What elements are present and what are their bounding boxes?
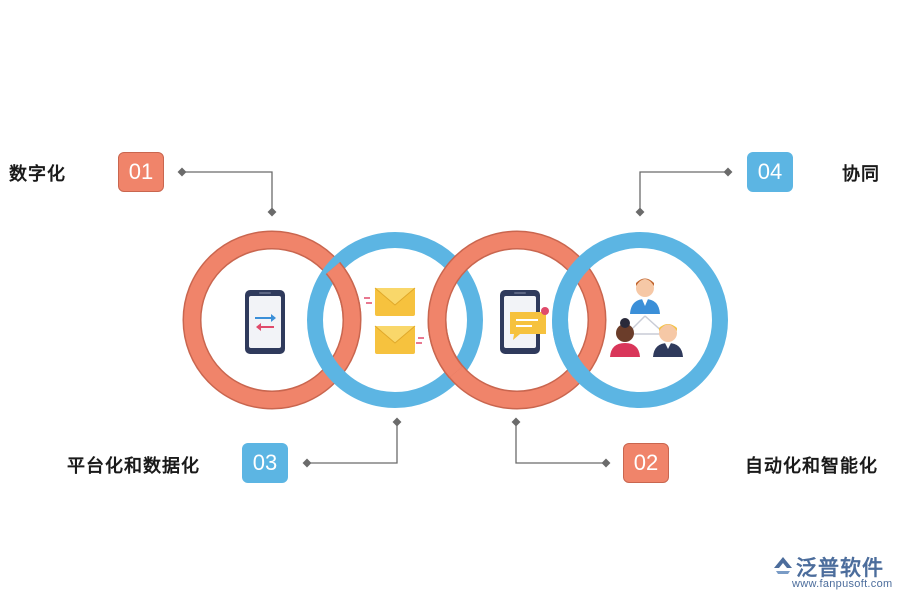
step-01-badge: 01 (118, 152, 164, 192)
step-04-badge: 04 (747, 152, 793, 192)
fanpu-logo-icon (774, 557, 792, 574)
step-01-label: 数字化 (9, 164, 66, 185)
step-02-label: 自动化和智能化 (745, 456, 878, 477)
connector-01 (177, 167, 277, 217)
step-03-badge: 03 (242, 443, 288, 483)
step-03-label: 平台化和数据化 (67, 456, 200, 477)
fanpu-logo: 泛普软件 www.fanpusoft.com (772, 552, 897, 598)
connector-02 (511, 417, 611, 468)
connector-03 (302, 417, 402, 468)
step-02-badge: 02 (623, 443, 669, 483)
ring-2 (307, 232, 483, 408)
step-04-label: 协同 (842, 164, 880, 185)
ring-4-overlap (551, 319, 586, 378)
team-icon (610, 278, 683, 357)
connector-04 (635, 167, 733, 217)
logo-brand: 泛普软件 (796, 556, 884, 580)
chat-phone-icon (500, 290, 549, 354)
mail-icon (364, 287, 424, 354)
logo-url: www.fanpusoft.com (792, 578, 893, 590)
transfer-phone-icon (245, 290, 285, 354)
